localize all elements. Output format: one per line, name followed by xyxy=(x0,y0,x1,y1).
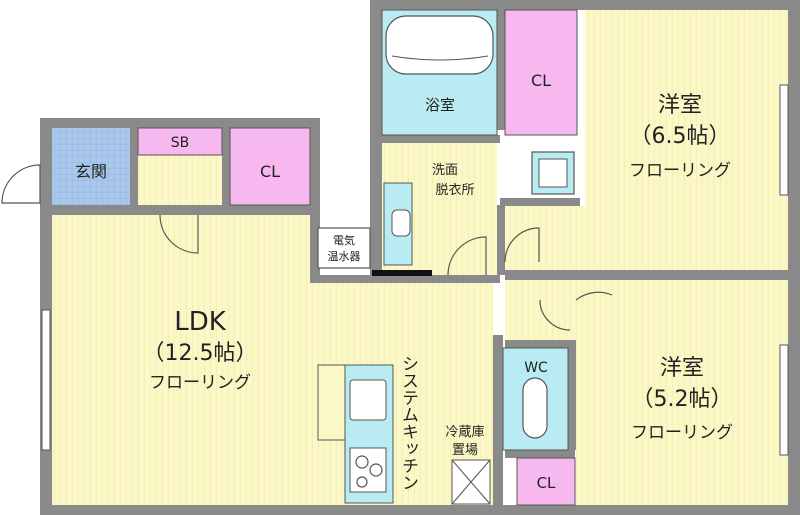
closet-entry xyxy=(229,127,311,206)
water-heater-label-1: 電気 xyxy=(333,233,355,247)
western1-size: （6.5帖） xyxy=(630,124,731,149)
western2-size: （5.2帖） xyxy=(632,387,733,412)
western1-name: 洋室 xyxy=(658,93,702,118)
sink-icon xyxy=(349,379,387,421)
sb-box xyxy=(137,127,223,156)
bathtub xyxy=(385,15,494,75)
western1-floor xyxy=(585,10,788,270)
closet-bottom-label: CL xyxy=(537,474,556,492)
western2-floor-type: フローリング xyxy=(631,423,733,443)
fridge-label-1: 冷蔵庫 xyxy=(445,425,484,440)
hall-floor-upper xyxy=(505,206,585,270)
western2-floor xyxy=(576,280,788,505)
sb-floor xyxy=(138,155,222,205)
entrance-tile xyxy=(52,128,130,205)
wc-label: WC xyxy=(524,360,548,376)
sb-label: SB xyxy=(171,135,190,151)
stove-icon xyxy=(349,447,387,493)
doors xyxy=(159,214,613,331)
western2-name: 洋室 xyxy=(660,356,704,381)
entrance-label: 玄関 xyxy=(75,162,107,181)
fridge-label-2: 置場 xyxy=(452,443,478,458)
water-heater xyxy=(317,227,371,269)
hall-floor xyxy=(505,280,576,340)
water-heater-label-2: 温水器 xyxy=(328,250,361,263)
western1-floor-type: フローリング xyxy=(629,161,731,181)
kitchen-label: システムキッチン xyxy=(398,355,418,491)
toilet-icon xyxy=(522,377,548,439)
closet-top xyxy=(504,9,578,136)
closet-bottom xyxy=(516,457,576,506)
windows xyxy=(41,84,789,456)
closet-top-label: CL xyxy=(531,71,551,90)
bath-label: 浴室 xyxy=(425,96,455,114)
ldk-floor xyxy=(52,215,310,505)
ldk-name: LDK xyxy=(174,307,227,337)
washroom-label-1: 洗面 xyxy=(432,163,458,178)
walls xyxy=(40,0,800,515)
entrance-door xyxy=(1,164,41,204)
ldk-size: （12.5帖） xyxy=(143,341,258,366)
ldk-floor-type: フローリング xyxy=(149,373,251,393)
closet-entry-label: CL xyxy=(260,162,280,181)
washroom-label-2: 脱衣所 xyxy=(435,182,474,198)
